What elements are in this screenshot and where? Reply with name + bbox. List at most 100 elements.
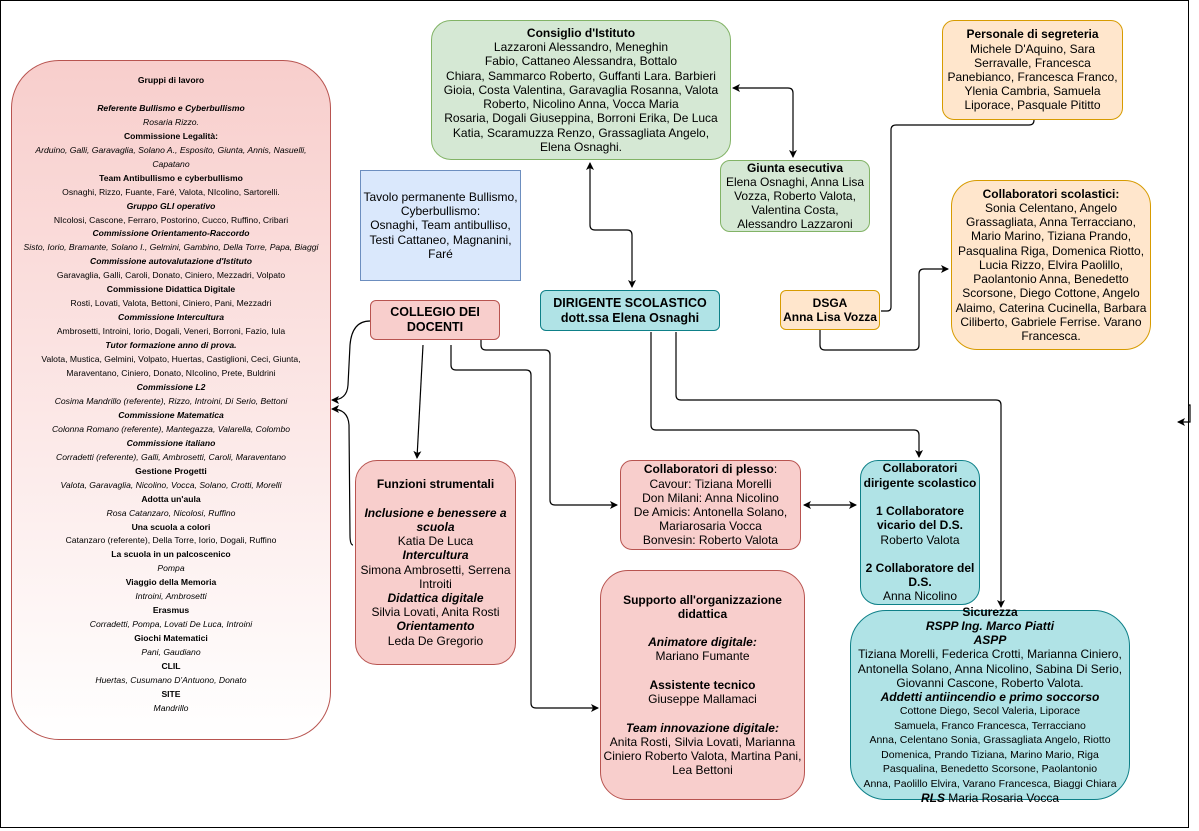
gruppi-line: Referente Bullismo e Cyberbullismo [97, 102, 245, 113]
supporto-line [604, 706, 802, 720]
collaboratori-dirigente-line: vicario del D.S. [876, 518, 964, 533]
gruppi-line: Rosa Catanzaro, Nicolosi, Ruffino [106, 507, 236, 518]
gruppi-line: Rosaria Rizzo. [143, 116, 199, 127]
gruppi-line: Introini, Ambrosetti [135, 591, 207, 602]
sicurezza-line: ASPP [973, 633, 1007, 648]
gruppi-line: Pompa [157, 563, 185, 574]
funzioni-line: Inclusione e benessere a [364, 505, 507, 520]
tavolo-permanente-text: Tavolo permanente Bullismo,Cyberbullismo… [363, 190, 517, 261]
gruppi-line: Ambrosetti, Introini, Iorio, Dogali, Ven… [56, 326, 286, 337]
tavolo-permanente-box[interactable]: Tavolo permanente Bullismo,Cyberbullismo… [360, 170, 521, 281]
sicurezza-line: Addetti antiincendio e primo soccorso [880, 689, 1100, 704]
gruppi-line: Commissione L2 [136, 381, 206, 392]
funzioni-strumentali-title: Funzioni strumentali [376, 477, 495, 492]
gruppi-line: Gestione Progetti [135, 465, 207, 476]
sicurezza-line: RSPP Ing. Marco Piatti [925, 618, 1055, 633]
gruppi-line: Arduino, Galli, Garavaglia, Solano A., E… [35, 144, 307, 155]
funzioni-line: Intercultura [402, 548, 469, 563]
supporto-line: Team innovazione digitale: [626, 720, 779, 735]
gruppi-line: Sisto, Iorio, Bramante, Solano I., Gelmi… [23, 242, 319, 253]
gruppi-line: Commissione Orientamento-Raccordo [92, 228, 250, 239]
gruppi-line: Valota, Mustica, Gelmini, Volpato, Huert… [41, 354, 301, 365]
sicurezza-line: Giovanni Cascone, Roberto Valota. [896, 675, 1084, 690]
segreteria-member-line: Liporace, Pasquale Pititto [964, 98, 1101, 113]
sicurezza-line: Samuela, Franco Francesca, Terracciano [894, 719, 1086, 732]
collaboratori-scolastici-line: Grassagliata, Anna Terracciano, [966, 215, 1136, 230]
collaboratori-dirigente-line [864, 490, 977, 504]
consiglio-member-line: Lazzaroni Alessandro, Meneghin [493, 40, 669, 55]
gruppi-line: Adotta un'aula [141, 493, 201, 504]
consiglio-member-line: Fabio, Cattaneo Alessandra, Bottalo [484, 54, 678, 69]
collaboratori-dirigente-line: 1 Collaboratore [875, 504, 964, 519]
gruppi-line: Colonna Romano (referente), Mantegazza, … [51, 423, 291, 434]
gruppi-line: Huertas, Cusumano D'Antuono, Donato [95, 674, 247, 685]
collaboratori-scolastici-line: Scorsone, Diego Cottone, Angelo [962, 286, 1140, 301]
gruppi-di-lavoro-box[interactable]: Gruppi di lavoro Referente Bullismo e Cy… [11, 60, 331, 740]
funzioni-line: Silvia Lovati, Anita Rosti [371, 605, 500, 620]
plesso-member-line: Bonvesin: Roberto Valota [642, 533, 779, 548]
plesso-member-line: Mariarosaria Vocca [659, 519, 762, 534]
gruppi-line: Commissione Matematica [118, 409, 224, 420]
tavolo-line: Faré [428, 246, 453, 261]
giunta-esecutiva-box[interactable]: Giunta esecutiva Elena Osnaghi, Anna Lis… [720, 160, 870, 232]
gruppi-line: Catanzaro (referente), Della Torre, Iori… [65, 535, 277, 546]
collaboratori-scolastici-box[interactable]: Collaboratori scolastici: Sonia Celentan… [951, 180, 1151, 350]
segreteria-member-line: Serravalle, Francesca [974, 55, 1091, 70]
gruppi-line: La scuola in un palcoscenico [111, 549, 231, 560]
personale-segreteria-box[interactable]: Personale di segreteria Michele D'Aquino… [942, 20, 1123, 120]
plesso-member-line: Don Milani: Anna Nicolino [642, 490, 779, 505]
gruppi-line: NIcolosi, Cascone, Ferraro, Postorino, C… [53, 214, 289, 225]
collegio-line: DOCENTI [406, 320, 464, 334]
gruppi-line: Tutor formazione anno di prova. [105, 340, 237, 351]
giunta-member-line: Elena Osnaghi, Anna Lisa [725, 174, 865, 189]
gruppi-line: Gruppo GLI operativo [126, 200, 216, 211]
supporto-line: Lea Bettoni [672, 763, 733, 778]
funzioni-line: Simona Ambrosetti, Serrena [360, 562, 511, 577]
dsga-line: DSGA [812, 295, 848, 310]
gruppi-line: Commissione autovalutazione d'Istituto [89, 256, 252, 267]
gruppi-line: Valota, Garavaglia, Nicolino, Vocca, Sol… [60, 479, 282, 490]
plesso-member-line: De Amicis: Antonella Solano, [633, 505, 788, 519]
collaboratori-scolastici-line: Alaimo, Caterina Cucinella, Barbara [955, 300, 1147, 315]
consiglio-member-line: Katia, Scaramuzza Renzo, Grassagliata An… [452, 125, 710, 140]
rls-name: Maria Rosaria Vocca [944, 791, 1060, 806]
gruppi-line: CLIL [161, 661, 181, 672]
consiglio-member-line: Rosaria, Dogali Giuseppina, Borroni Erik… [444, 111, 718, 126]
consiglio-member-line: Chiara, Sammarco Roberto, Guffanti Lara.… [446, 68, 716, 83]
segreteria-member-line: Ylenia Cambria, Samuela [964, 84, 1101, 99]
funzioni-strumentali-box[interactable]: Funzioni strumentali Inclusione e beness… [355, 460, 516, 665]
rls-label: RLS [920, 791, 945, 806]
collaboratori-scolastici-line: Lucia Rizzo, Elvira Paolillo, [978, 257, 1124, 272]
supporto-line: Anita Rosti, Silvia Lovati, Marianna [609, 734, 796, 749]
collaboratori-plesso-box[interactable]: Collaboratori di plesso: Cavour: Tiziana… [620, 460, 801, 550]
gruppi-line: Corradetti (referente), Galli, Ambrosett… [56, 451, 286, 462]
gruppi-line: Commissione Legalità: [123, 130, 219, 141]
gruppi-line: Garavaglia, Galli, Caroli, Donato, Cinie… [56, 270, 286, 281]
funzioni-line: Didattica digitale [387, 590, 484, 605]
collaboratori-scolastici-title: Collaboratori scolastici: [982, 186, 1120, 201]
collaboratori-dirigente-line: Anna Nicolino [882, 589, 958, 604]
collaboratori-plesso-title: Collaboratori di plesso: [643, 462, 778, 477]
gruppi-line: Commissione Didattica Digitale [106, 284, 236, 295]
gruppi-line: Team Antibullismo e cyberbullismo [99, 172, 243, 183]
collaboratori-scolastici-line: Pasqualina Riga, Domenica Riotto, [957, 243, 1145, 258]
tavolo-line: Testi Cattaneo, Magnanini, [369, 232, 512, 247]
segreteria-member-line: Panebianco, Francesca Franco, [947, 70, 1118, 84]
gruppi-line: SITE [161, 688, 181, 699]
collaboratori-dirigente-line: 2 Collaboratore del [865, 560, 975, 575]
gruppi-line: Cosima Mandrillo (referente), Rizzo, Int… [54, 395, 288, 406]
consiglio-istituto-box[interactable]: Consiglio d'Istituto Lazzaroni Alessandr… [431, 20, 731, 160]
plesso-member-line: Cavour: Tiziana Morelli [649, 476, 772, 491]
supporto-line: Giuseppe Mallamaci [648, 692, 757, 707]
tavolo-line: Tavolo permanente Bullismo, [363, 189, 518, 204]
rls-line: RLS Maria Rosaria Vocca [921, 791, 1059, 805]
